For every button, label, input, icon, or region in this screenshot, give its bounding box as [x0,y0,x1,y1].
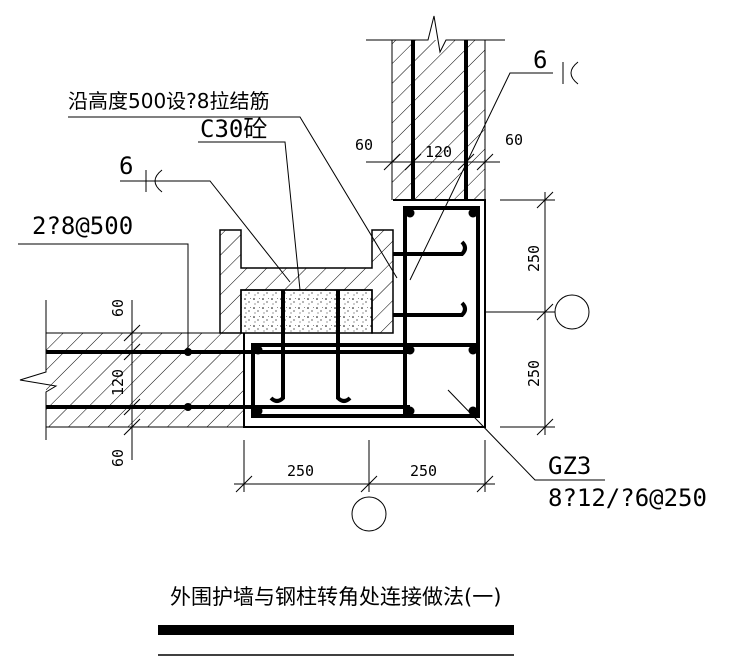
left-wall [19,300,410,440]
axis-bubble-right [554,294,590,330]
weld-symbol-right [562,61,579,85]
dim-top-left-cover: 60 [355,136,373,154]
weld-size-left: 6 [119,152,133,180]
dim-col-width-right: 250 [410,462,437,480]
dimensions [110,153,555,493]
upper-wall [366,15,505,200]
wall-rebar-label: 2?8@500 [32,212,133,240]
weld-symbol-left [145,169,163,193]
dim-left-thickness: 120 [109,369,127,396]
weld-size-right: 6 [533,46,547,74]
dim-top-thickness: 120 [425,143,452,161]
dim-left-cover-top: 60 [109,299,127,317]
axis-bubble-bottom [351,496,387,532]
dim-left-cover-bottom: 60 [109,449,127,467]
column-gz3 [243,199,486,428]
steel-channel-section [219,229,394,403]
tie-bar-note: 沿高度500设?8拉结筋 [68,89,270,113]
column-rebar-label: 8?12/?6@250 [548,484,707,512]
concrete-grade-label: C30砼 [200,115,267,143]
dim-top-right-cover: 60 [505,131,523,149]
drawing-title: 外围护墙与钢柱转角处连接做法(一) [170,585,501,609]
dim-col-upper: 250 [525,245,543,272]
title-underline-thick [158,625,514,635]
dim-col-lower: 250 [525,360,543,387]
column-id-label: GZ3 [548,452,591,480]
leader-lines [18,72,605,481]
dim-col-width-left: 250 [287,462,314,480]
